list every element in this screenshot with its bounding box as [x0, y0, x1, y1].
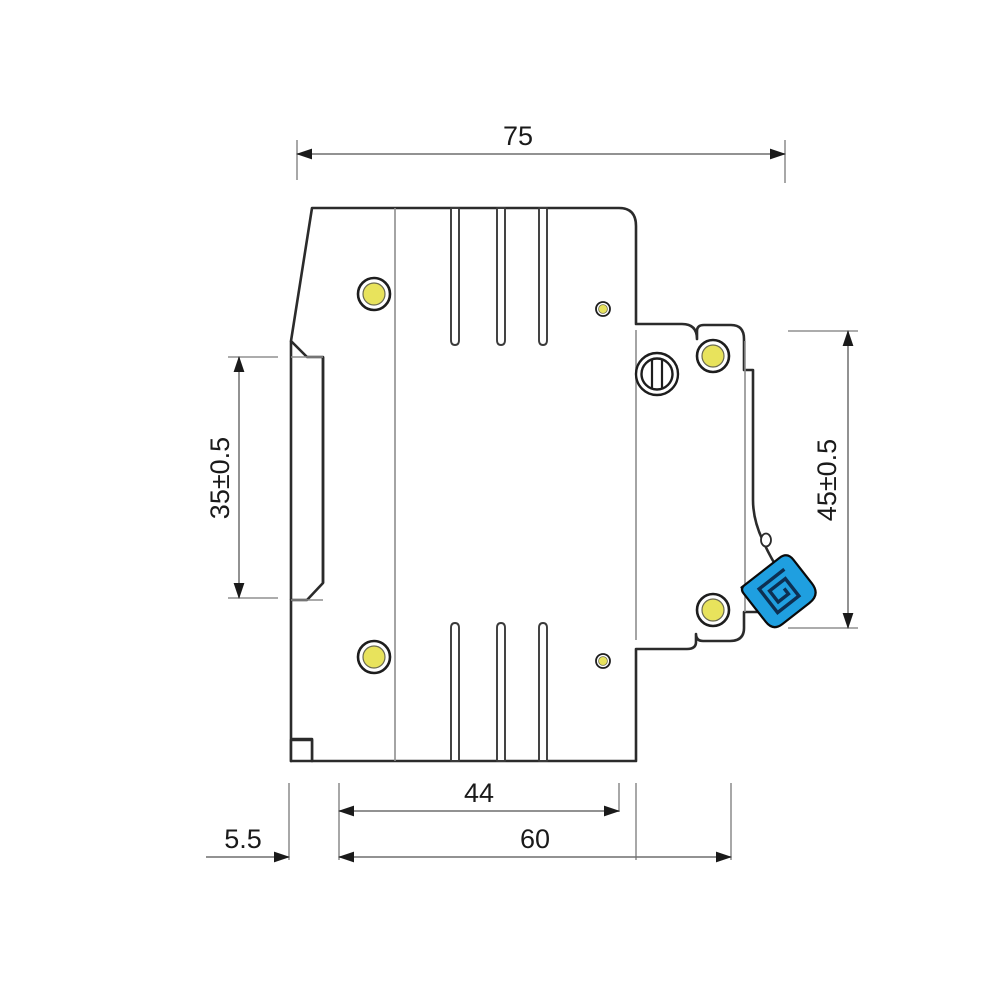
dimension-terminal-span-height: 45±0.5 — [812, 330, 854, 629]
toggle-lever[interactable] — [740, 552, 821, 631]
dimension-label-45: 45±0.5 — [812, 439, 842, 521]
screw-bottom-left[interactable] — [356, 639, 392, 675]
body-inner-lines — [291, 208, 746, 761]
dimension-label-35: 35±0.5 — [205, 437, 235, 519]
vent-slots-top — [450, 207, 548, 346]
screw-top-left[interactable] — [356, 276, 392, 312]
dimension-din-rail-height: 35±0.5 — [205, 356, 245, 599]
dimension-overall-width: 75 — [296, 121, 786, 160]
pivot-hole — [760, 532, 772, 548]
dimension-label-5-5: 5.5 — [224, 824, 262, 854]
dimension-label-60: 60 — [520, 824, 550, 854]
screw-top-terminal[interactable] — [695, 338, 731, 374]
small-screw-bottom[interactable] — [595, 653, 611, 669]
screw-bottom-terminal[interactable] — [695, 592, 731, 628]
slotted-screw[interactable] — [634, 351, 680, 397]
small-screw-top[interactable] — [595, 301, 611, 317]
dimension-label-44: 44 — [464, 778, 494, 808]
breaker-silhouette — [278, 183, 788, 783]
dimension-body-depth-60: 60 — [338, 824, 732, 863]
vent-slots-bottom — [450, 622, 548, 762]
dimension-clip-offset: 5.5 — [206, 824, 290, 863]
dimension-label-75: 75 — [503, 121, 533, 151]
dimension-body-depth-44: 44 — [338, 778, 620, 817]
